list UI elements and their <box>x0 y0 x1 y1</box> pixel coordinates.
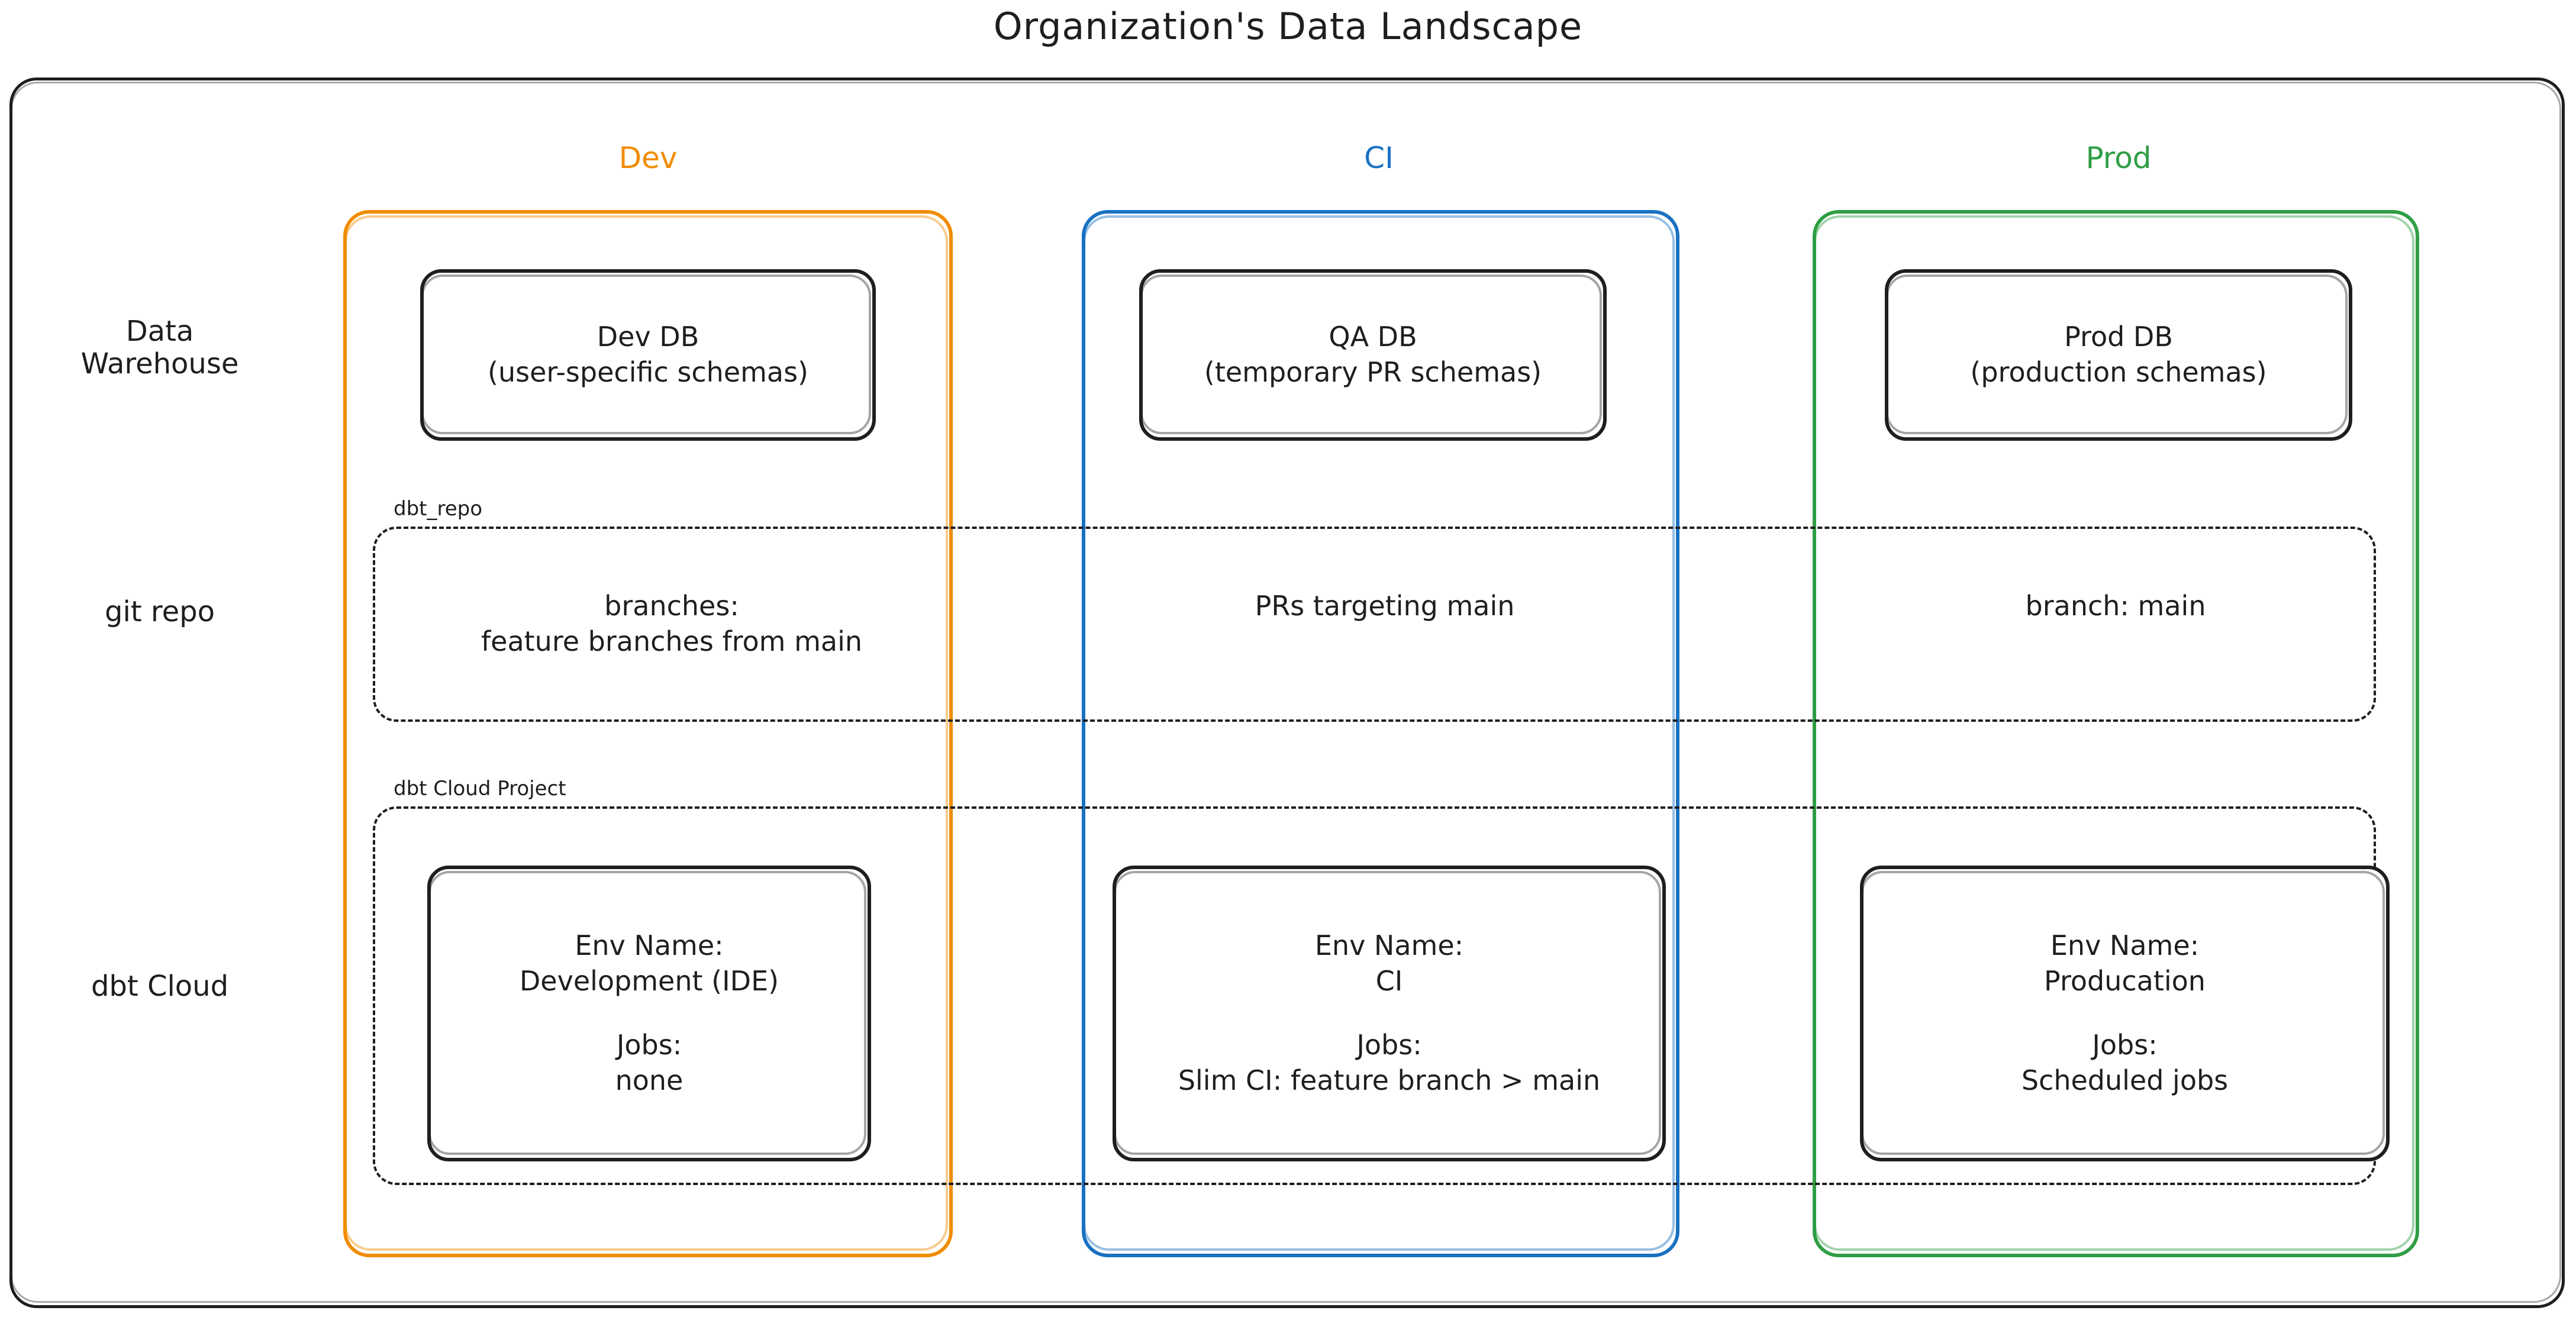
env-label-ci: CI <box>1364 141 1394 175</box>
git-repo-ci-line1: PRs targeting main <box>1255 590 1515 622</box>
row-label-git-repo: git repo <box>105 595 215 628</box>
env-name-value-ci: CI <box>1375 965 1403 998</box>
db-name-dev: Dev DB <box>597 321 699 353</box>
env-name-value-dev: Development (IDE) <box>519 965 779 998</box>
git-repo-prod-line1: branch: main <box>2025 590 2206 622</box>
jobs-value-prod: Scheduled jobs <box>2021 1064 2229 1096</box>
env-label-prod: Prod <box>2085 141 2152 175</box>
db-box-ci: QA DB (temporary PR schemas) <box>1139 269 1607 441</box>
page-title: Organization's Data Landscape <box>993 5 1583 48</box>
dbt-cloud-env-box-prod: Env Name: Producation Jobs: Scheduled jo… <box>1860 866 2390 1161</box>
git-repo-text-ci: PRs targeting main <box>1107 589 1663 624</box>
git-repo-dev-line1: branches: <box>604 590 739 622</box>
git-repo-dev-line2: feature branches from main <box>481 625 863 657</box>
env-name-label-ci: Env Name: <box>1314 929 1464 962</box>
git-repo-text-dev: branches: feature branches from main <box>373 589 971 660</box>
db-detail-dev: (user-specific schemas) <box>488 356 808 388</box>
row-label-data-warehouse: Data Warehouse <box>33 315 287 380</box>
env-column-prod <box>1813 210 2419 1257</box>
db-name-prod: Prod DB <box>2064 321 2173 353</box>
env-name-label-dev: Env Name: <box>575 929 724 962</box>
db-name-ci: QA DB <box>1329 321 1417 353</box>
env-column-ci <box>1082 210 1679 1257</box>
jobs-value-dev: none <box>615 1064 684 1096</box>
db-box-prod: Prod DB (production schemas) <box>1885 269 2352 441</box>
jobs-label-dev: Jobs: <box>616 1029 682 1061</box>
db-detail-prod: (production schemas) <box>1970 356 2267 388</box>
env-name-value-prod: Producation <box>2044 965 2206 998</box>
group-box-dbt-repo <box>373 527 2376 722</box>
env-label-dev: Dev <box>618 141 678 175</box>
outer-frame <box>9 78 2565 1308</box>
jobs-label-prod: Jobs: <box>2092 1029 2158 1061</box>
dbt-cloud-env-box-ci: Env Name: CI Jobs: Slim CI: feature bran… <box>1113 866 1666 1161</box>
db-detail-ci: (temporary PR schemas) <box>1204 356 1542 388</box>
group-caption-dbt-repo: dbt_repo <box>394 497 483 521</box>
env-column-dev <box>343 210 953 1257</box>
dbt-cloud-env-box-dev: Env Name: Development (IDE) Jobs: none <box>427 866 871 1161</box>
git-repo-text-prod: branch: main <box>1846 589 2385 624</box>
jobs-value-ci: Slim CI: feature branch > main <box>1178 1064 1601 1096</box>
jobs-label-ci: Jobs: <box>1356 1029 1422 1061</box>
group-caption-dbt-cloud-project: dbt Cloud Project <box>394 777 566 800</box>
env-name-label-prod: Env Name: <box>2050 929 2200 962</box>
db-box-dev: Dev DB (user-specific schemas) <box>420 269 876 441</box>
row-label-data-warehouse-line2: Warehouse <box>80 347 239 381</box>
row-label-dbt-cloud: dbt Cloud <box>91 970 229 1003</box>
row-label-data-warehouse-line1: Data <box>125 315 194 348</box>
